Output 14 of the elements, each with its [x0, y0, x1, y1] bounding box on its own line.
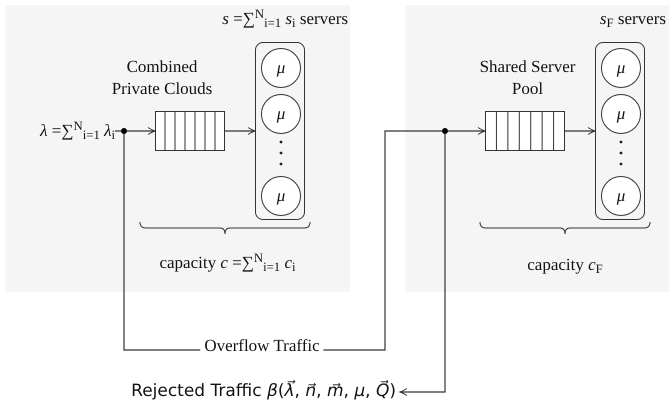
server-group [595, 42, 645, 220]
server-count-label: s$_{F}$ servers [598, 8, 666, 32]
capacity-label: capacity c =∑$^{N}$$_{i=1}$ c$_{i}$ [158, 250, 297, 276]
flow-label: λ =∑$^{N}$$_{i=1}$ λ$_{i}$ [30, 119, 115, 143]
server-group [255, 42, 305, 220]
server-count-label: s =∑$^{N}$$_{i=1}$ s$_{i}$ servers [221, 6, 348, 32]
flow-label: Rejected Traffic β(λ⃗, n⃗, m⃗, μ, Q⃗) [80, 381, 400, 403]
queue-buffer [155, 111, 225, 151]
panel-heading: Combined Private Clouds [110, 56, 214, 100]
group-panel [405, 5, 669, 292]
queue-buffer [485, 111, 565, 151]
group-panel [5, 5, 350, 292]
capacity-label: capacity c$_{F}$ [526, 254, 604, 278]
panel-heading: Shared Server Pool [478, 56, 576, 100]
